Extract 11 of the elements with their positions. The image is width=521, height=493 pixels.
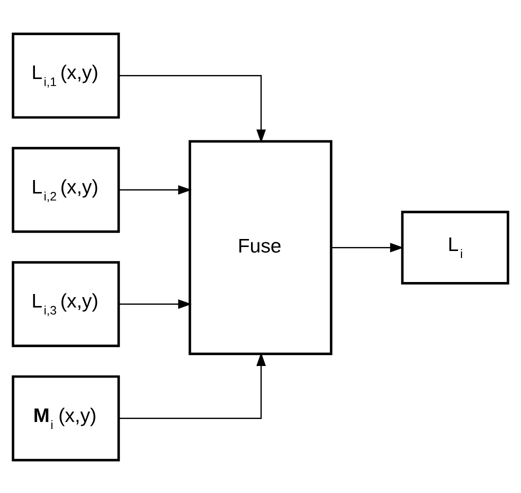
arrow	[118, 352, 266, 418]
arrow	[119, 184, 192, 194]
node-box: L$_{i,1}$ (x,y)	[12, 32, 120, 118]
node-box: L$_{i}$	[401, 210, 510, 284]
node-box: Fuse	[188, 140, 332, 355]
node-box: M$_{i}$ (x,y)	[12, 374, 120, 461]
arrow	[118, 74, 266, 143]
node-box: L$_{i,2}$ (x,y)	[12, 146, 120, 232]
arrow	[119, 298, 192, 308]
node-box: L$_{i,3}$ (x,y)	[12, 260, 120, 347]
arrow	[331, 242, 404, 252]
